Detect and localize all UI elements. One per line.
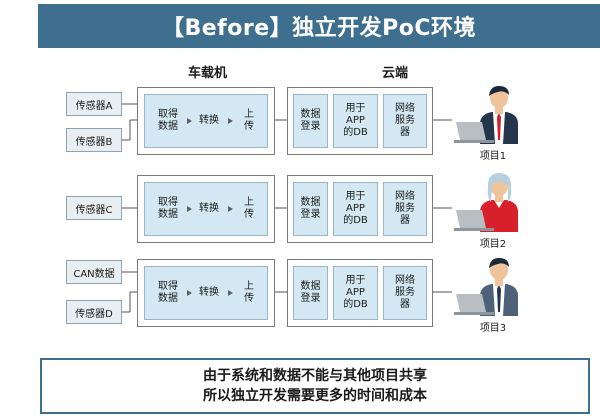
cloud-web-server-3: 网络 服务 器: [383, 266, 427, 320]
cloud-web-server-2: 网络 服务 器: [383, 182, 427, 236]
step-arrow-icon: [187, 290, 192, 296]
conclusion-line-1: 由于系统和数据不能与其他项目共享: [203, 368, 427, 384]
project-label-3: 项目3: [479, 323, 507, 334]
step-acquire-3: 取得 数据: [158, 281, 178, 304]
person-at-laptop-icon: [454, 173, 518, 232]
person-at-laptop-icon: [454, 86, 518, 144]
step-arrow-icon: [187, 118, 192, 124]
conclusion-line-2: 所以独立开发需要更多的时间和成本: [203, 388, 427, 404]
step-arrow-icon: [187, 206, 192, 212]
sensor-c-box: 传感器C: [66, 196, 122, 220]
cloud-data-register-1: 数据 登录: [293, 94, 328, 148]
cloud-data-register-2: 数据 登录: [293, 182, 328, 236]
cloud-data-register-3: 数据 登录: [293, 266, 328, 320]
step-upload-3: 上 传: [244, 281, 254, 304]
vehicle-process-2: [144, 182, 268, 236]
step-convert-1: 转换: [199, 115, 219, 126]
page-title: 【Before】独立开发PoC环境: [38, 4, 600, 48]
step-upload-1: 上 传: [244, 109, 254, 132]
vehicle-process-3: [144, 266, 268, 320]
step-convert-2: 转换: [199, 203, 219, 214]
sensor-a-box: 传感器A: [66, 92, 122, 116]
cloud-header: 云端: [382, 66, 409, 81]
cloud-app-db-1: 用于 APP 的DB: [333, 94, 378, 148]
step-acquire-1: 取得 数据: [158, 109, 178, 132]
step-convert-3: 转换: [199, 287, 219, 298]
step-arrow-icon: [228, 206, 233, 212]
sensor-d-box: 传感器D: [66, 300, 122, 324]
can-data-box: CAN数据: [66, 260, 122, 284]
vehicle-header: 车载机: [188, 66, 228, 81]
step-acquire-2: 取得 数据: [158, 197, 178, 220]
project-label-1: 项目1: [479, 151, 507, 162]
project-label-2: 项目2: [479, 239, 507, 250]
step-arrow-icon: [228, 290, 233, 296]
person-at-laptop-icon: [454, 258, 518, 316]
vehicle-process-1: [144, 94, 268, 148]
cloud-app-db-3: 用于 APP 的DB: [333, 266, 378, 320]
step-upload-2: 上 传: [244, 197, 254, 220]
cloud-app-db-2: 用于 APP 的DB: [333, 182, 378, 236]
sensor-b-box: 传感器B: [66, 128, 122, 152]
conclusion-box: 由于系统和数据不能与其他项目共享 所以独立开发需要更多的时间和成本: [40, 358, 590, 414]
step-arrow-icon: [228, 118, 233, 124]
cloud-web-server-1: 网络 服务 器: [383, 94, 427, 148]
